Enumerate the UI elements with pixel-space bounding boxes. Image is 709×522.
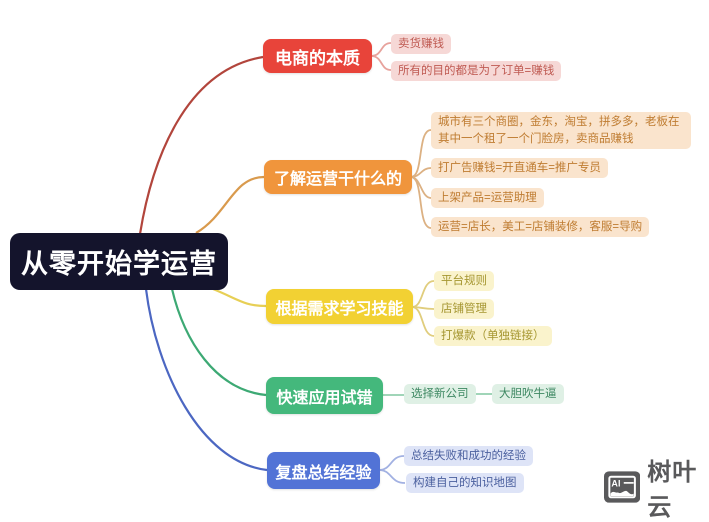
subtopic-store-management: 店铺管理 <box>434 299 494 319</box>
watermark-brand-text: 树叶云 <box>647 459 698 521</box>
branch-rapid-trial: 快速应用试错 <box>266 377 383 414</box>
subtopic-city-analogy: 城市有三个商圈，金东，淘宝，拼多多，老板在其中一个租了一个门脸房，卖商品赚钱 <box>431 112 691 149</box>
child-line <box>411 280 435 308</box>
branch-review-summary: 复盘总结经验 <box>267 452 380 489</box>
subtopic-knowledge-map: 构建自己的知识地图 <box>406 473 524 493</box>
subtopic-choose-company: 选择新公司 <box>404 384 476 404</box>
child-line <box>410 176 432 229</box>
subtopic-role-mapping: 运营=店长，美工=店铺装修，客服=导购 <box>431 217 650 237</box>
subtopic-brag-boldly: 大胆吹牛逼 <box>492 384 564 404</box>
child-line <box>410 129 432 178</box>
central-topic: 从零开始学运营 <box>10 233 228 290</box>
child-line <box>411 306 435 337</box>
svg-text:AI: AI <box>611 479 620 489</box>
subtopic-hit-product: 打爆款（单独链接） <box>434 326 552 346</box>
subtopic-advertising: 打广告赚钱=开直通车=推广专员 <box>431 158 608 178</box>
subtopic-platform-rules: 平台规则 <box>434 271 494 291</box>
watermark: AI 树叶云 <box>604 452 709 522</box>
child-line <box>378 469 406 484</box>
subtopic-sell-goods: 卖货赚钱 <box>391 34 451 54</box>
mindmap-canvas: 从零开始学运营 电商的本质 卖货赚钱 所有的目的都是为了订单=赚钱 了解运营干什… <box>10 34 696 521</box>
branch-ecommerce-essence: 电商的本质 <box>263 39 372 73</box>
subtopic-listing-products: 上架产品=运营助理 <box>431 188 544 208</box>
branch-line-orange <box>195 175 265 234</box>
branch-understand-operations: 了解运营干什么的 <box>264 160 412 194</box>
child-line <box>378 455 405 471</box>
branch-line-green <box>170 288 267 397</box>
branch-line-red <box>138 55 264 235</box>
connector-lines <box>138 42 492 484</box>
ai-image-icon: AI <box>604 471 641 503</box>
branch-learn-skills: 根据需求学习技能 <box>266 289 413 324</box>
subtopic-all-for-orders: 所有的目的都是为了订单=赚钱 <box>391 61 562 81</box>
child-line <box>410 176 432 199</box>
branch-line-yellow <box>212 287 267 308</box>
child-line <box>370 55 392 71</box>
branch-line-blue <box>144 288 268 472</box>
subtopic-summarize-experience: 总结失败和成功的经验 <box>404 446 533 466</box>
child-line <box>370 42 392 57</box>
